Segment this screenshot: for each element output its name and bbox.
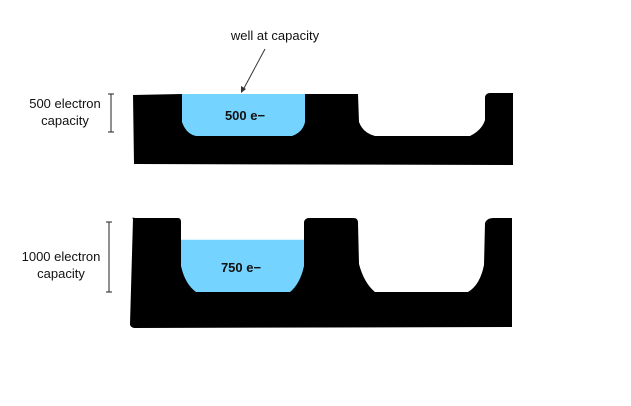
capacity-label-line2: capacity	[41, 113, 89, 128]
well-row-500	[108, 48, 513, 165]
substrate-1	[133, 93, 513, 165]
capacity-label-1000: 1000 electron capacity	[14, 248, 108, 282]
charge-fill-well-1	[180, 94, 307, 136]
capacity-label-500: 500 electron capacity	[20, 95, 110, 129]
annotation-label: well at capacity	[230, 28, 320, 43]
substrate-2	[130, 217, 512, 328]
capacity-label-line2: capacity	[37, 266, 85, 281]
capacity-label-line1: 500 electron	[29, 96, 101, 111]
well-value-label-1: 500 e−	[224, 108, 266, 123]
well-row-1000	[106, 217, 512, 328]
well-value-label-2: 750 e−	[220, 260, 262, 275]
charge-fill-well-2	[180, 239, 306, 293]
annotation-arrow	[242, 48, 266, 91]
capacity-label-line1: 1000 electron	[21, 249, 101, 264]
